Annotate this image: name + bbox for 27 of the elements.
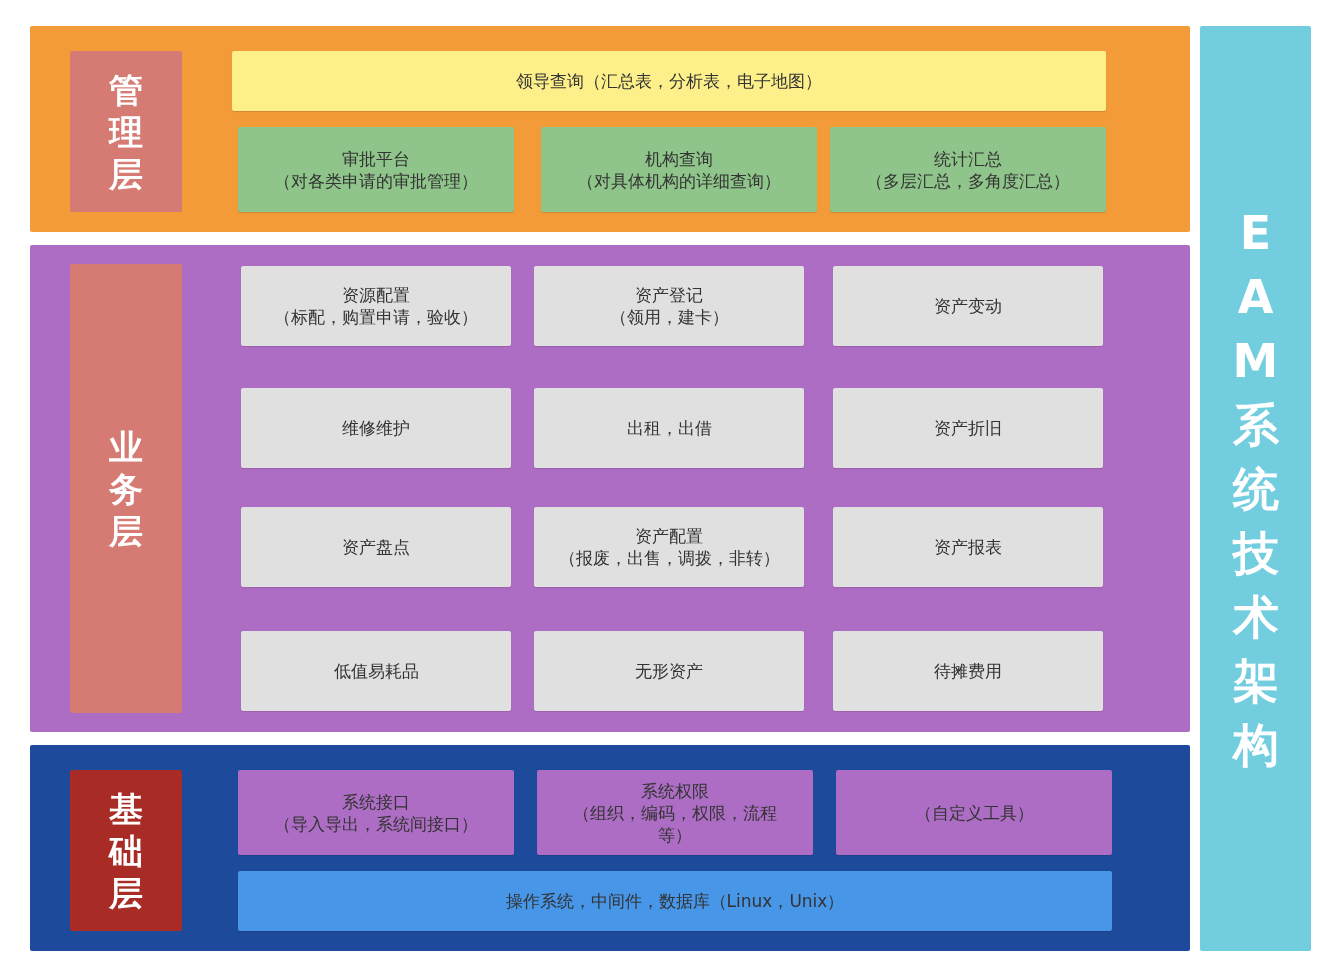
module-box: 无形资产 xyxy=(534,631,804,711)
module-box: 维修维护 xyxy=(241,388,511,468)
layer-heading: 业务层 xyxy=(70,264,182,713)
module-box: 系统接口 （导入导出，系统间接口） xyxy=(238,770,514,855)
module-box: 资产登记 （领用，建卡） xyxy=(534,266,804,346)
module-box: 资产变动 xyxy=(833,266,1103,346)
module-box: 资产配置 （报废，出售，调拨，非转） xyxy=(534,507,804,587)
module-box: 资产折旧 xyxy=(833,388,1103,468)
module-bar: 操作系统，中间件，数据库（Linux，Unix） xyxy=(238,871,1112,931)
layer-panel xyxy=(30,745,1190,951)
module-box: 资产盘点 xyxy=(241,507,511,587)
layer-heading: 基础层 xyxy=(70,770,182,931)
module-box: 机构查询 （对具体机构的详细查询） xyxy=(541,127,817,212)
layer-panel xyxy=(30,245,1190,732)
module-bar: 领导查询（汇总表，分析表，电子地图） xyxy=(232,51,1106,111)
module-box: 统计汇总 （多层汇总，多角度汇总） xyxy=(830,127,1106,212)
layer-heading: 管理层 xyxy=(70,51,182,212)
module-box: 系统权限 （组织，编码，权限，流程等） xyxy=(537,770,813,855)
module-box: 资源配置 （标配，购置申请，验收） xyxy=(241,266,511,346)
layer-panel xyxy=(30,26,1190,232)
module-box: 资产报表 xyxy=(833,507,1103,587)
module-box: 审批平台 （对各类申请的审批管理） xyxy=(238,127,514,212)
title-banner: EAM系统技术架构 xyxy=(1200,26,1311,951)
module-box: （自定义工具） xyxy=(836,770,1112,855)
module-box: 出租，出借 xyxy=(534,388,804,468)
module-box: 低值易耗品 xyxy=(241,631,511,711)
module-box: 待摊费用 xyxy=(833,631,1103,711)
